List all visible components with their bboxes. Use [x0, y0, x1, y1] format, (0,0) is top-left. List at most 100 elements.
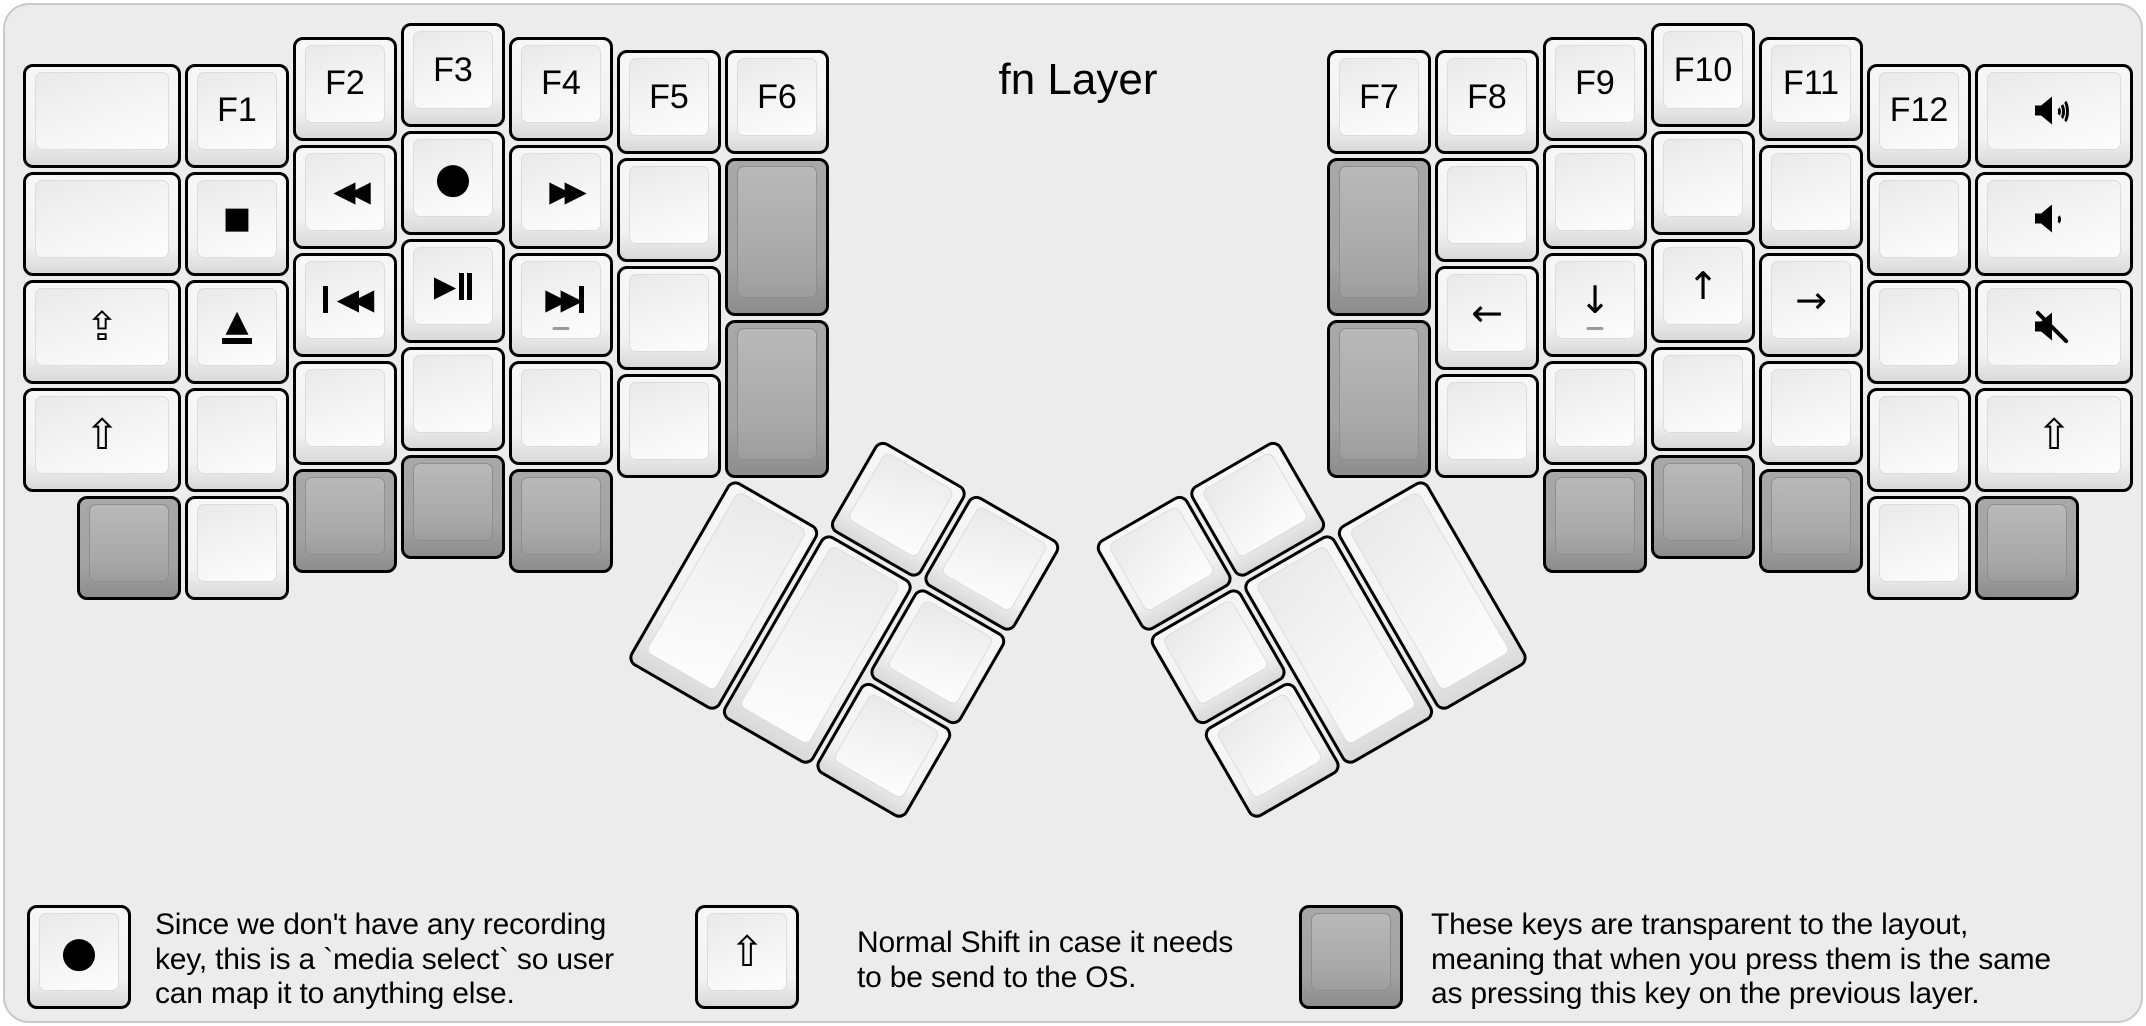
legend-line: to be send to the OS.: [857, 960, 1137, 994]
key-shift-sample: ⇧: [695, 905, 799, 1009]
key-blank: [1651, 347, 1755, 451]
key-volume-down: [1975, 171, 2133, 276]
key-transparent: [725, 320, 829, 478]
key-stop: ■: [185, 171, 289, 276]
key-transparent: [1975, 495, 2079, 600]
key-volume-up: [1975, 63, 2133, 168]
key-fast-forward: ▶▶: [509, 144, 613, 249]
key-arrow-left: ←: [1435, 266, 1539, 370]
key-f5: F5: [617, 50, 721, 154]
key-caps-shift: ⇪: [23, 279, 181, 384]
legend-text-media-select: Since we don't have any recording key, t…: [155, 908, 614, 1012]
legend-line: can map it to anything else.: [155, 977, 515, 1010]
key-shift: ⇧: [23, 387, 181, 492]
key-blank: [23, 63, 181, 168]
playpause-icon: ▶: [434, 271, 473, 301]
legend-text-shift: Normal Shift in case it needs to be send…: [857, 926, 1233, 995]
shift-icon: ⇧: [84, 409, 120, 459]
key-blank: [293, 360, 397, 465]
key-blank: [617, 158, 721, 262]
record-icon: ●: [60, 927, 98, 976]
key-f9: F9: [1543, 36, 1647, 141]
page-title: fn Layer: [998, 55, 1158, 104]
key-transparent: [725, 158, 829, 316]
key-blank: [509, 360, 613, 465]
key-blank: [185, 495, 289, 600]
key-arrow-right: →: [1759, 252, 1863, 357]
key-prev-track: ◀◀: [293, 252, 397, 357]
key-blank: [1867, 387, 1971, 492]
key-f1: F1: [185, 63, 289, 168]
key-blank: [1867, 279, 1971, 384]
key-arrow-up: ↑: [1651, 239, 1755, 343]
legend-line: meaning that when you press them is the …: [1431, 942, 2051, 976]
volup-icon: [2029, 94, 2079, 128]
key-blank: [185, 387, 289, 492]
key-f10: F10: [1651, 23, 1755, 127]
key-media-select: ●: [401, 131, 505, 235]
legend-line: as pressing this key on the previous lay…: [1431, 977, 1980, 1010]
legend-line: These keys are transparent to the layout…: [1431, 908, 1969, 941]
key-f12: F12: [1867, 63, 1971, 168]
prev-icon: ◀◀: [322, 285, 374, 314]
legend-line: key, this is a `media select` so user: [155, 942, 614, 976]
key-eject: ▲: [185, 279, 289, 384]
key-blank: [1543, 360, 1647, 465]
shift-icon: ⇧: [729, 927, 765, 976]
legend-line: Normal Shift in case it needs: [857, 926, 1234, 959]
caps-icon: ⇪: [85, 303, 119, 350]
key-next-track: ▶▶: [509, 252, 613, 357]
key-transparent: [1651, 455, 1755, 559]
mute-icon: [2029, 309, 2079, 344]
key-mute: [1975, 279, 2133, 384]
key-transparent: [1327, 320, 1431, 478]
key-blank: [1543, 144, 1647, 249]
legend-line: Since we don't have any recording: [155, 908, 607, 941]
key-transparent-sample: [1299, 905, 1403, 1009]
key-blank: [1867, 171, 1971, 276]
key-shift: ⇧: [1975, 387, 2133, 492]
key-blank: [617, 374, 721, 478]
record-icon: ●: [434, 153, 472, 202]
rewind-icon: ◀◀: [333, 174, 371, 208]
homing-bump: [1586, 326, 1604, 330]
key-blank: [1435, 158, 1539, 262]
next-icon: ▶▶: [538, 285, 584, 314]
key-blank: [1759, 360, 1863, 465]
stop-icon: ■: [222, 200, 252, 236]
key-f6: F6: [725, 50, 829, 154]
voldown-icon: [2029, 202, 2079, 236]
key-f3: F3: [401, 23, 505, 127]
key-blank: [1759, 144, 1863, 249]
key-transparent: [1759, 468, 1863, 573]
key-rewind: ◀◀: [293, 144, 397, 249]
homing-bump: [552, 326, 570, 330]
key-blank: [1867, 495, 1971, 600]
key-f2: F2: [293, 36, 397, 141]
key-transparent: [1543, 468, 1647, 573]
key-blank: [1651, 131, 1755, 235]
key-transparent: [1327, 158, 1431, 316]
key-blank: [23, 171, 181, 276]
key-f11: F11: [1759, 36, 1863, 141]
left-icon: ←: [1471, 291, 1503, 335]
key-arrow-down: ↓: [1543, 252, 1647, 357]
key-f8: F8: [1435, 50, 1539, 154]
down-icon: ↓: [1579, 277, 1611, 322]
ff-icon: ▶▶: [549, 174, 587, 208]
key-transparent: [509, 468, 613, 573]
legend-text-transparent: These keys are transparent to the layout…: [1431, 908, 2051, 1012]
key-blank: [617, 266, 721, 370]
key-transparent: [401, 455, 505, 559]
key-blank: [401, 347, 505, 451]
key-play-pause: ▶: [401, 239, 505, 343]
shift-icon: ⇧: [2036, 409, 2072, 459]
key-media-select-sample: ●: [27, 905, 131, 1009]
key-transparent: [77, 495, 181, 600]
key-f4: F4: [509, 36, 613, 141]
up-icon: ↑: [1687, 264, 1719, 308]
key-blank: [1435, 374, 1539, 478]
eject-icon: ▲: [222, 306, 252, 344]
